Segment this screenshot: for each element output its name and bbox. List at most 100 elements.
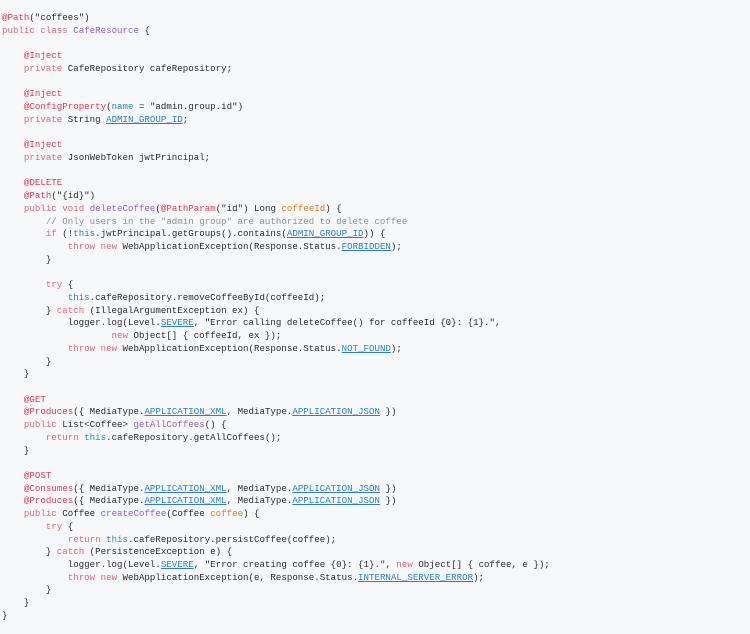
code-token-plain: );: [473, 571, 485, 583]
code-line: [2, 266, 750, 279]
code-token-plain: (PersistenceException e) {: [84, 546, 233, 558]
code-token-kw: new: [100, 342, 118, 354]
code-token-plain: }): [379, 482, 397, 494]
code-token-ann: @PathParam: [160, 202, 216, 214]
code-line: logger.log(Level.SEVERE, "Error creating…: [2, 559, 750, 572]
code-token-ann: @Path: [23, 190, 52, 202]
code-line: throw new WebApplicationException(Respon…: [2, 241, 750, 254]
code-line: try {: [2, 279, 750, 292]
code-line: [2, 127, 750, 140]
code-token-kw: private: [23, 62, 63, 74]
code-token-kw: throw: [67, 342, 96, 354]
code-token-const: NOT_FOUND: [341, 342, 391, 354]
code-token-const: APPLICATION_JSON: [292, 406, 380, 418]
code-token-plain: logger.log(Level.: [2, 317, 161, 329]
code-line: }: [2, 445, 750, 458]
code-token-plain: }: [2, 304, 57, 316]
code-token-kw: void: [62, 202, 85, 214]
code-token-kw: private: [23, 113, 63, 125]
code-token-plain: [2, 139, 24, 150]
code-token-plain: .cafeRepository.persistCoffee(coffee);: [128, 533, 337, 545]
code-token-const: INTERNAL_SERVER_ERROR: [358, 571, 474, 583]
code-token-plain: ) {: [325, 202, 342, 214]
code-token-plain: }: [2, 546, 57, 558]
code-token-plain: );: [390, 342, 402, 354]
code-token-const: FORBIDDEN: [341, 241, 391, 253]
code-line: return this.cafeRepository.persistCoffee…: [2, 534, 750, 547]
code-token-kw: throw: [67, 571, 96, 583]
code-token-punc: ): [237, 101, 244, 113]
code-line: try {: [2, 521, 750, 534]
code-token-plain: }: [2, 609, 8, 621]
code-token-plain: [2, 330, 112, 341]
code-line: // Only users in the "admin group" are a…: [2, 216, 750, 229]
code-token-plain: WebApplicationException(Response.Status.: [117, 342, 342, 354]
code-token-this: this: [73, 228, 96, 240]
code-token-plain: logger.log(Level.: [2, 559, 161, 570]
code-token-plain: JsonWebToken jwtPrincipal;: [62, 152, 211, 163]
code-token-const: APPLICATION_XML: [144, 482, 227, 494]
code-line: new Object[] { coffeeId, ex });: [2, 330, 750, 343]
code-token-kw: new: [111, 330, 128, 342]
code-token-punc: ): [89, 190, 96, 202]
code-token-const: ADMIN_GROUP_ID: [286, 228, 364, 240]
code-line: @ConfigProperty(name = "admin.group.id"): [2, 101, 750, 114]
code-line: [2, 165, 750, 178]
code-token-plain: [2, 343, 68, 354]
code-token-const: SEVERE: [160, 317, 194, 329]
code-token-plain: [2, 432, 46, 443]
code-token-plain: }: [2, 444, 30, 456]
code-token-str: "coffees": [34, 12, 85, 24]
code-token-this: name: [111, 101, 134, 113]
code-line: public List<Coffee> getAllCoffees() {: [2, 419, 750, 432]
code-token-plain: [2, 241, 68, 252]
code-token-str: "Error creating coffee {0}: {1}.": [204, 559, 386, 570]
code-token-str: "Error calling deleteCoffee() for coffee…: [204, 317, 495, 329]
code-token-plain: [2, 279, 46, 290]
code-token-param: coffee: [210, 508, 244, 520]
code-token-plain: [2, 508, 24, 519]
code-token-kw: public: [2, 24, 35, 36]
code-token-const: SEVERE: [160, 559, 194, 570]
code-line: [2, 76, 750, 89]
code-token-plain: [2, 114, 24, 125]
code-line: @DELETE: [2, 177, 750, 190]
code-token-plain: [2, 495, 24, 506]
code-token-param: coffeeId: [281, 202, 326, 214]
code-token-kw: new: [100, 571, 118, 583]
code-listing[interactable]: @Path("coffees")public class CafeResourc…: [0, 9, 750, 634]
code-token-ann: @GET: [23, 393, 46, 405]
code-token-ann: @POST: [23, 469, 52, 481]
code-token-plain: )) {: [363, 228, 386, 240]
code-token-fn: createCoffee: [100, 508, 167, 520]
code-line: @Path("{id}"): [2, 190, 750, 203]
code-token-plain: }): [379, 406, 397, 418]
code-token-plain: [2, 152, 24, 163]
code-token-const: APPLICATION_JSON: [292, 482, 380, 494]
code-line: public class CafeResource {: [2, 25, 750, 38]
code-token-plain: .cafeRepository.getAllCoffees();: [106, 431, 282, 443]
code-token-fn: getAllCoffees: [133, 419, 205, 431]
code-token-plain: [2, 63, 24, 74]
code-token-plain: }: [2, 597, 30, 609]
code-token-const: APPLICATION_JSON: [292, 495, 380, 507]
code-token-str: "admin.group.id": [149, 101, 238, 113]
code-token-ann: @Inject: [23, 88, 63, 100]
code-token-plain: WebApplicationException(Response.Status.: [117, 241, 342, 253]
code-token-plain: ) {: [243, 508, 260, 520]
code-line: @GET: [2, 394, 750, 407]
code-token-plain: , MediaType.: [226, 406, 293, 418]
code-token-plain: {: [138, 24, 150, 36]
code-token-ann: @Inject: [23, 139, 63, 151]
code-token-ann: @DELETE: [23, 177, 63, 189]
code-token-plain: [2, 177, 24, 188]
code-token-punc: (: [106, 101, 112, 113]
code-token-punc: (: [51, 190, 57, 202]
code-token-kw: catch: [56, 546, 85, 558]
code-line: logger.log(Level.SEVERE, "Error calling …: [2, 317, 750, 330]
code-token-plain: String: [62, 113, 107, 125]
code-line: this.cafeRepository.removeCoffeeById(cof…: [2, 292, 750, 305]
code-token-kw: return: [45, 431, 79, 443]
code-token-str: "{id}": [56, 190, 90, 202]
code-token-plain: ,: [385, 559, 397, 570]
